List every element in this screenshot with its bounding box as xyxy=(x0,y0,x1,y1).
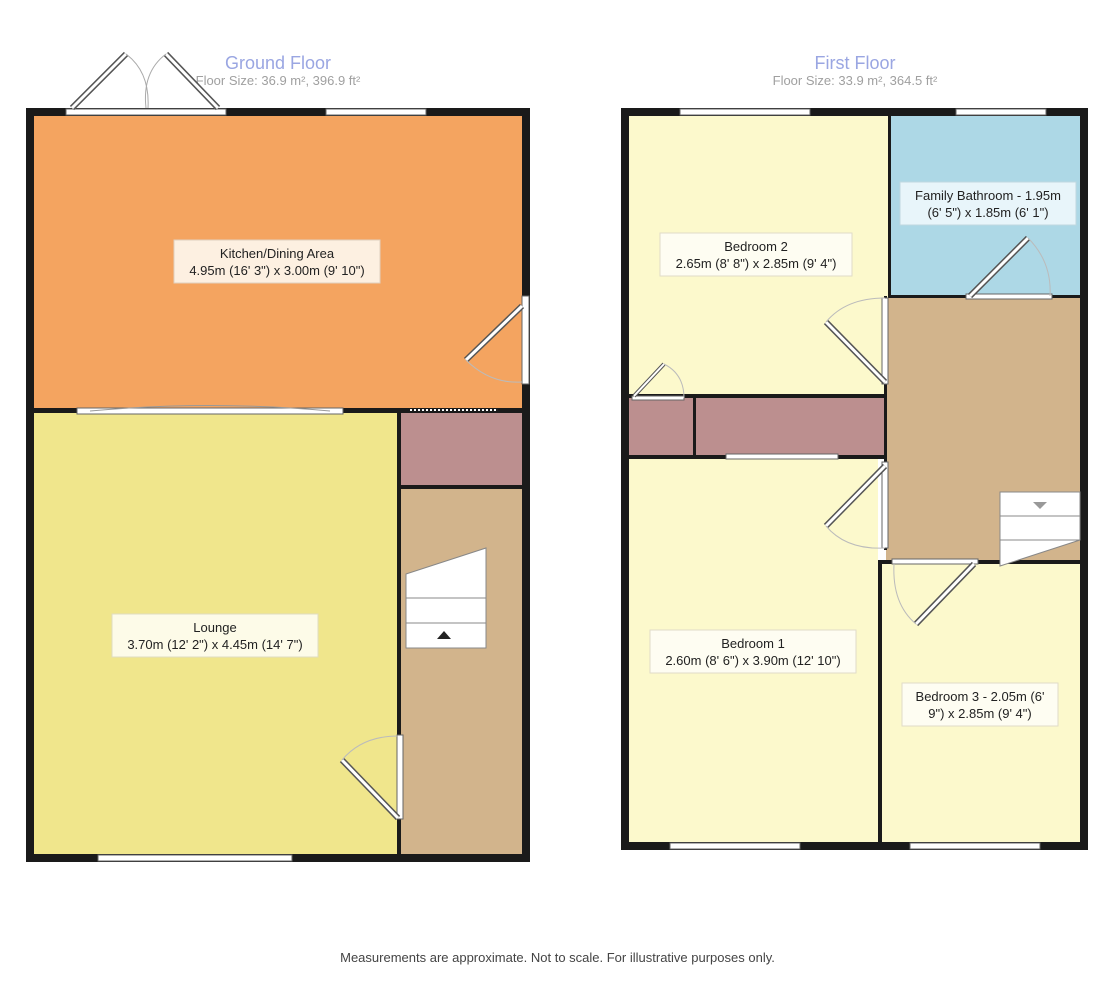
hall-fill xyxy=(400,488,522,854)
kitchen-arch-opening xyxy=(89,405,331,412)
bathroom-line1: Family Bathroom - 1.95m xyxy=(915,188,1061,203)
utility-fill xyxy=(400,412,522,486)
bathroom-label: Family Bathroom - 1.95m (6' 5") x 1.85m … xyxy=(899,181,1077,226)
lounge-dims: 3.70m (12' 2") x 4.45m (14' 7") xyxy=(127,637,302,652)
bedroom1-door xyxy=(823,461,889,549)
first-floor-size: Floor Size: 33.9 m², 364.5 ft² xyxy=(773,73,938,88)
disclaimer-footer: Measurements are approximate. Not to sca… xyxy=(340,950,775,965)
bedroom3-line2: 9") x 2.85m (9' 4") xyxy=(928,706,1031,721)
first-floor-title: First Floor xyxy=(815,53,896,73)
bedroom2-name: Bedroom 2 xyxy=(724,239,788,254)
bedroom3-line1: Bedroom 3 - 2.05m (6' xyxy=(916,689,1045,704)
first-floor-windows xyxy=(669,108,1047,850)
ground-floor-plan: Ground Floor Floor Size: 36.9 m², 396.9 … xyxy=(26,51,530,862)
cupboard-right-fill xyxy=(696,398,884,456)
first-floor-plan: First Floor Floor Size: 33.9 m², 364.5 f… xyxy=(621,53,1088,850)
lounge-name: Lounge xyxy=(193,620,236,635)
stairs-down-arrow-icon xyxy=(1033,502,1047,509)
ground-staircase xyxy=(405,547,487,649)
bathroom-door xyxy=(965,235,1053,300)
cupboard-door xyxy=(631,362,685,401)
bathroom-line2: (6' 5") x 1.85m (6' 1") xyxy=(927,205,1048,220)
ground-floor-size: Floor Size: 36.9 m², 396.9 ft² xyxy=(196,73,361,88)
cupboard-left-fill xyxy=(629,398,694,456)
stairs-up-arrow-icon xyxy=(437,631,451,639)
ground-floor-title: Ground Floor xyxy=(225,53,331,73)
kitchen-side-door xyxy=(463,303,525,383)
bedroom1-name: Bedroom 1 xyxy=(721,636,785,651)
bedroom1-label: Bedroom 1 2.60m (8' 6") x 3.90m (12' 10"… xyxy=(649,629,857,674)
bedroom3-label: Bedroom 3 - 2.05m (6' 9") x 2.85m (9' 4"… xyxy=(901,682,1059,727)
sliding-door xyxy=(725,453,839,460)
kitchen-name: Kitchen/Dining Area xyxy=(220,246,335,261)
lounge-label: Lounge 3.70m (12' 2") x 4.45m (14' 7") xyxy=(111,613,319,658)
bedroom2-door xyxy=(823,297,889,385)
bedroom3-door xyxy=(891,558,979,627)
bedroom2-label: Bedroom 2 2.65m (8' 8") x 2.85m (9' 4") xyxy=(659,232,853,277)
bedroom1-dims: 2.60m (8' 6") x 3.90m (12' 10") xyxy=(665,653,840,668)
kitchen-dims: 4.95m (16' 3") x 3.00m (9' 10") xyxy=(189,263,364,278)
bedroom2-dims: 2.65m (8' 8") x 2.85m (9' 4") xyxy=(676,256,837,271)
kitchen-label: Kitchen/Dining Area 4.95m (16' 3") x 3.0… xyxy=(173,239,381,284)
ground-floor-windows xyxy=(65,108,530,862)
lounge-door xyxy=(339,735,401,821)
landing-staircase xyxy=(999,491,1081,567)
french-doors xyxy=(69,51,221,111)
